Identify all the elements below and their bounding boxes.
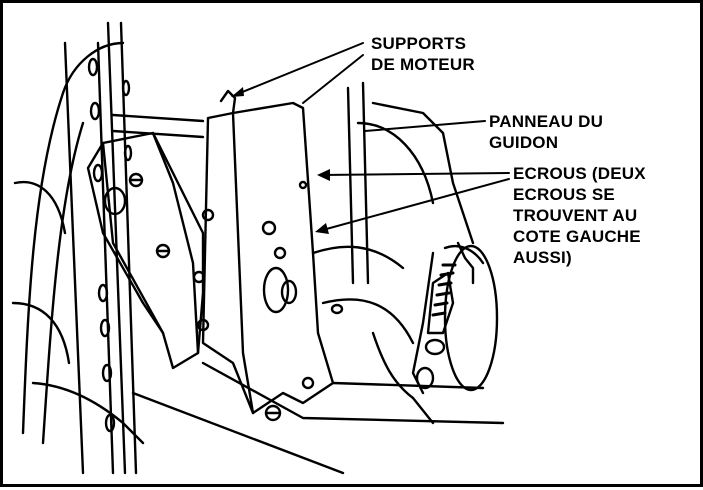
- label-ecrous: ECROUS (DEUX ECROUS SE TROUVENT AU COTE …: [513, 164, 646, 267]
- engine-housing: [11, 41, 145, 445]
- leader-lines: [234, 42, 510, 232]
- frame-rail: [63, 21, 138, 475]
- lower-frame: [131, 361, 505, 475]
- handle-panel: [311, 81, 475, 425]
- cross-rod: [111, 113, 205, 139]
- control-knob: [411, 241, 499, 395]
- technical-illustration: [11, 21, 510, 475]
- arrowheads: [231, 87, 330, 234]
- label-supports-moteur: SUPPORTS DE MOTEUR: [371, 34, 475, 74]
- label-panneau-du-guidon: PANNEAU DU GUIDON: [489, 112, 604, 152]
